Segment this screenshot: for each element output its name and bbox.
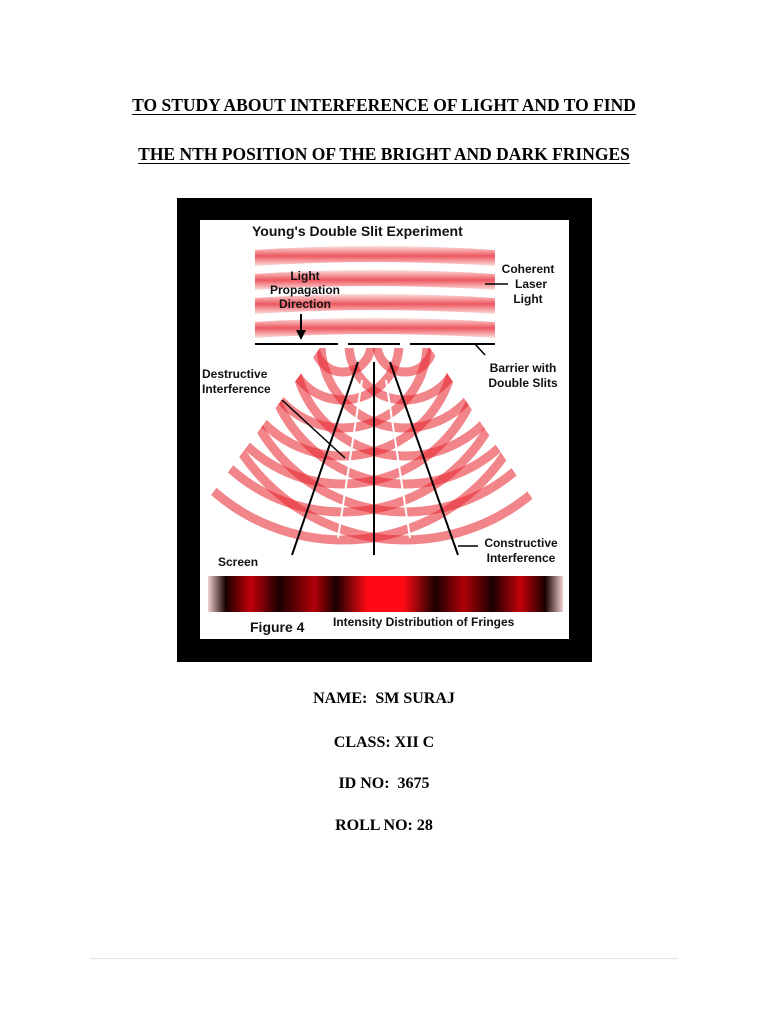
student-id: ID NO: 3675: [338, 775, 430, 792]
intensity-caption: Intensity Distribution of Fringes: [333, 615, 515, 629]
coherent-label-line-1: Coherent: [502, 262, 555, 276]
footer-divider: [90, 958, 678, 959]
screen-label: Screen: [218, 555, 258, 569]
light-label-line-3: Direction: [279, 297, 331, 311]
barrier-pointer: [474, 343, 486, 356]
plane-wave-bands: [255, 246, 495, 342]
student-class: CLASS: XII C: [333, 734, 435, 751]
figure-caption: Figure 4: [250, 619, 305, 635]
figure-image: Young's Double Slit Experiment Light Pro…: [200, 220, 569, 639]
destructive-label-line-2: Interference: [202, 382, 271, 396]
barrier-label-line-1: Barrier with: [490, 361, 557, 375]
constructive-label-line-1: Constructive: [484, 536, 558, 550]
constructive-label-line-2: Interference: [487, 551, 556, 565]
intensity-strip: [208, 576, 563, 612]
light-label-line-2: Propagation: [270, 283, 340, 297]
interference-pattern: [200, 348, 540, 550]
coherent-label-line-3: Light: [513, 292, 542, 306]
student-roll: ROLL NO: 28: [335, 817, 433, 834]
document-title-line-2: THE NTH POSITION OF THE BRIGHT AND DARK …: [138, 144, 630, 164]
young-double-slit-diagram: Young's Double Slit Experiment Light Pro…: [200, 223, 563, 635]
figure-frame: Young's Double Slit Experiment Light Pro…: [177, 198, 592, 662]
light-label-line-1: Light: [290, 269, 319, 283]
figure-heading: Young's Double Slit Experiment: [252, 223, 463, 239]
destructive-label-line-1: Destructive: [202, 367, 268, 381]
interference-lines: [291, 361, 459, 556]
student-name: NAME: SM SURAJ: [313, 690, 455, 707]
document-title-line-1: TO STUDY ABOUT INTERFERENCE OF LIGHT AND…: [132, 95, 636, 115]
coherent-label-line-2: Laser: [515, 277, 547, 291]
barrier-label-line-2: Double Slits: [488, 376, 558, 390]
propagation-arrow-icon: [296, 314, 306, 340]
destructive-pointer: [281, 399, 346, 459]
